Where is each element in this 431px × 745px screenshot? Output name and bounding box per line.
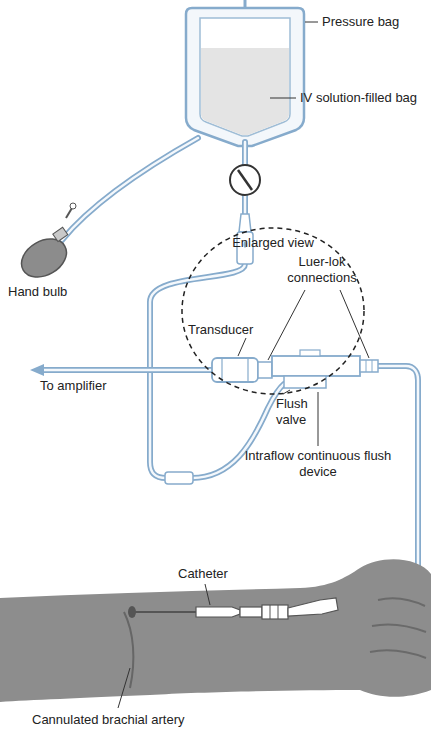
part-label: Flush valve [276,396,322,428]
tubing [318,392,319,446]
flush-tab [300,350,320,356]
spike [239,214,251,232]
finger-lines [370,598,426,658]
luer-lok-left [258,362,272,378]
tubing-adapter [288,598,338,616]
connector-ring [278,605,279,619]
enlarged-view-circle: Enlarged view [180,226,366,396]
part-label: Intraflow continuous flush device [243,448,393,480]
catheter-hub [196,607,240,617]
part-label: Pressure bag [322,14,399,30]
iv-bag [200,18,290,136]
insertion-site [128,606,136,618]
leader-lines [118,22,369,708]
part-label: Catheter [178,566,228,582]
tubing [205,584,210,605]
luer-ring [366,360,367,372]
part-label: Cannulated brachial artery [32,712,184,728]
roller-clamp [230,165,260,195]
pressure-bag [186,8,304,146]
part-label: Transducer [188,322,253,338]
tubing [62,138,198,240]
tubing [270,98,296,99]
catheter-connector [262,605,288,619]
luer-ring [372,360,373,372]
tubing [192,384,284,478]
view-title: Enlarged view [180,226,366,251]
valve-knob [70,203,76,209]
part-label: To amplifier [40,378,106,394]
tubing [44,369,212,372]
tubing [62,138,198,240]
flush-device-base [284,376,326,388]
part-label: Luer-lok connections [276,254,368,286]
luer-lok-right [360,360,378,372]
transducer-ring [247,358,248,382]
iv-solution [201,48,289,135]
flush-device [272,356,360,376]
arm [0,559,431,702]
connector-ring [270,605,271,619]
tubing [305,22,318,23]
catheter-connector [240,607,262,617]
catheter [132,611,196,613]
tubing [268,290,305,360]
elbow-crease [124,612,133,688]
tubing [118,668,130,708]
tube-connector [165,472,193,484]
dashed-ellipse [182,228,364,394]
clamp-slash [238,170,252,190]
tubing [192,384,284,478]
tubing [238,338,246,356]
hand-bulb [15,231,74,284]
tubing [44,367,212,373]
valve-screw [66,208,72,218]
part-label: Hand bulb [8,284,67,300]
dashed-outline [180,226,366,396]
part-label: IV solution-filled bag [300,90,417,106]
bulb-valve [53,227,68,241]
transducer-ring [221,358,222,382]
arrowhead [30,364,44,376]
